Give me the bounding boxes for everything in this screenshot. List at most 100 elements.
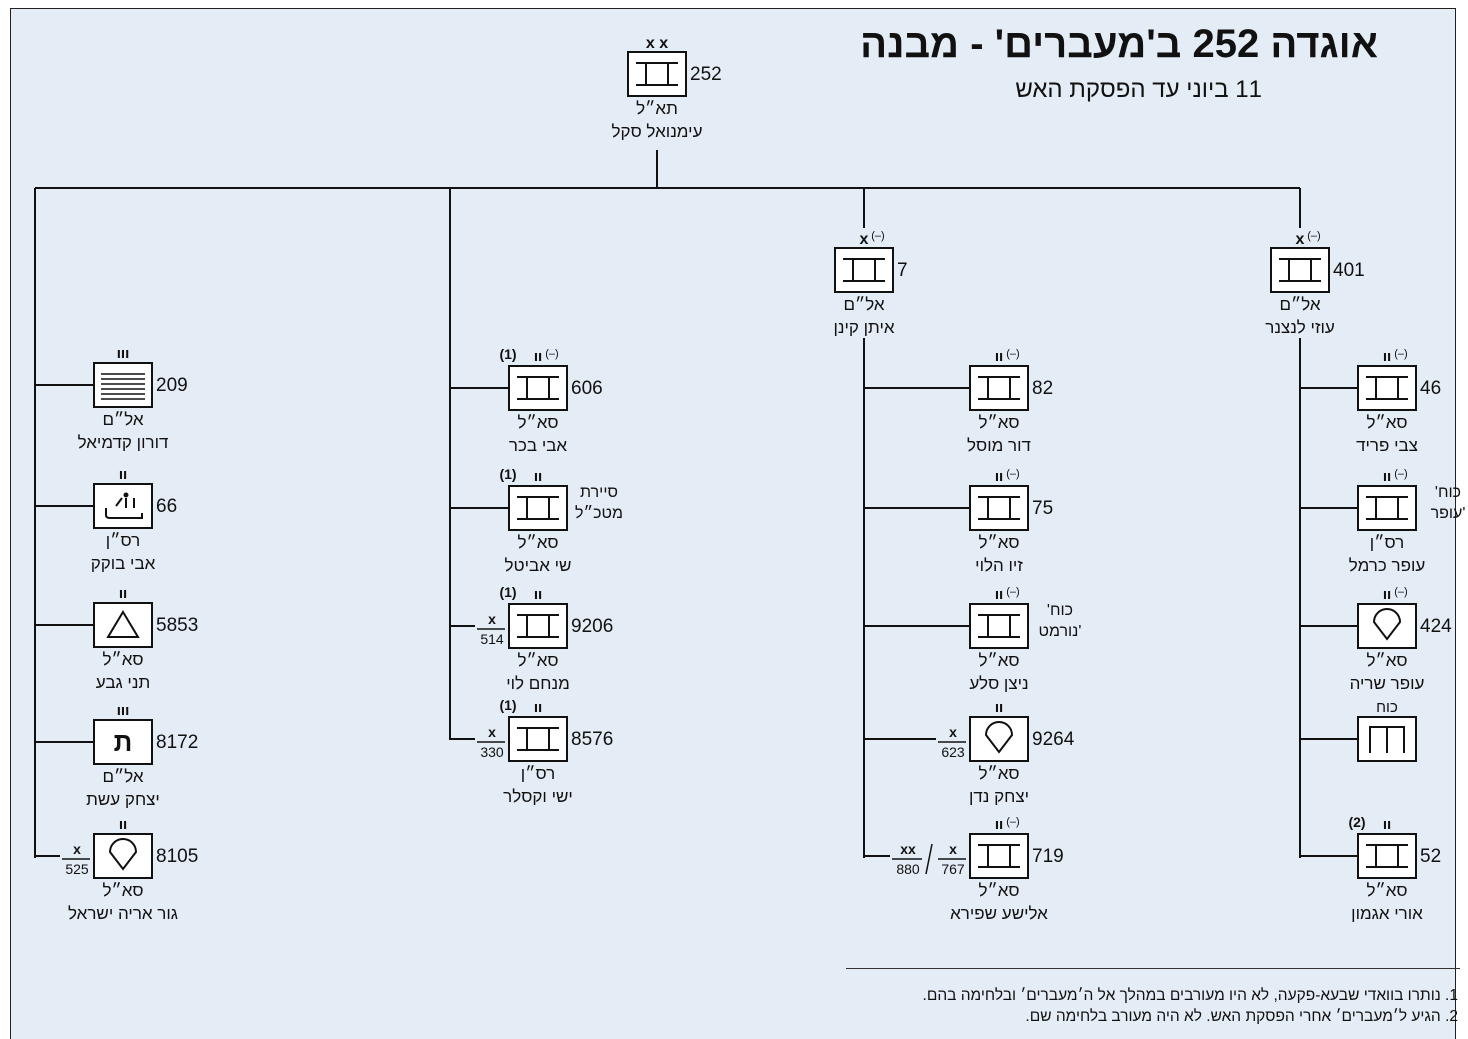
unit-number: 5853 xyxy=(156,615,198,636)
unit-size-marker: ıı xyxy=(534,586,542,603)
hq-commander: איתן קינן xyxy=(833,318,894,337)
unit-number-line-2: נורמט' xyxy=(1039,623,1082,640)
unit-size-marker: ıı xyxy=(119,816,127,833)
unit-box xyxy=(969,365,1029,411)
unit-commander: עופר כרמל xyxy=(1349,556,1426,575)
unit-rank: סא״ל xyxy=(102,881,143,900)
unit-rank: רס״ן xyxy=(106,531,140,550)
unit-commander: אורי אגמון xyxy=(1351,904,1423,923)
unit-box xyxy=(508,485,568,531)
unit-rank: סא״ל xyxy=(978,881,1019,900)
unit-size-marker: ıı xyxy=(1383,816,1391,833)
unit-u_normat: ıı(–) 'כוח נורמט' סא״ל ניצן סלע xyxy=(969,586,1081,693)
unit-size-marker: ıı xyxy=(995,586,1003,603)
unit-commander: צבי פריד xyxy=(1356,436,1418,455)
unit-rank: רס״ן xyxy=(1370,533,1404,552)
attachment-slash xyxy=(925,843,933,875)
attachment-top: x xyxy=(73,841,81,857)
unit-size-marker: ıı xyxy=(995,699,1003,716)
unit-box xyxy=(969,603,1029,649)
unit-commander: אלישע שפירא xyxy=(950,904,1048,923)
unit-u_koach: כוח xyxy=(1357,699,1417,762)
unit-box xyxy=(508,603,568,649)
unit-number: 209 xyxy=(156,375,188,396)
page-subtitle: 11 ביוני עד הפסקת האש xyxy=(1015,76,1262,103)
unit-rank: סא״ל xyxy=(978,413,1019,432)
unit-number: 8105 xyxy=(156,846,198,867)
unit-box xyxy=(93,719,153,765)
unit-footnote-ref: (1) xyxy=(499,584,516,600)
unit-reduced-marker: (–) xyxy=(1006,816,1019,828)
unit-commander: דור מוסל xyxy=(967,436,1031,455)
unit-commander: תני גבע xyxy=(96,673,150,692)
hq-commander: עימנואל סקל xyxy=(612,122,703,141)
unit-size-marker: ıı xyxy=(1383,348,1391,365)
attachment-bottom: 623 xyxy=(941,744,965,760)
unit-number: 75 xyxy=(1032,498,1053,519)
attachment-top: x xyxy=(488,611,496,627)
unit-commander: יצחק נדן xyxy=(969,787,1029,806)
unit-footnote-ref: (1) xyxy=(499,697,516,713)
unit-commander: גור אריה ישראל xyxy=(68,904,178,923)
unit-number: 424 xyxy=(1420,616,1452,637)
footnote-divider xyxy=(846,968,1460,969)
unit-rank: סא״ל xyxy=(978,764,1019,783)
attachment-bottom: 767 xyxy=(941,861,965,877)
unit-size-marker: ıı xyxy=(119,585,127,602)
hq-commander: עוזי לנצנר xyxy=(1265,318,1335,337)
unit-number: 66 xyxy=(156,496,177,517)
unit-number-line-2: עופר' xyxy=(1431,505,1466,522)
hq-box xyxy=(834,247,894,293)
unit-commander: שי אביטל xyxy=(505,556,572,575)
chart-frame xyxy=(10,8,1456,1039)
unit-reduced-marker: (–) xyxy=(1394,586,1407,598)
unit-footnote-ref: (1) xyxy=(499,466,516,482)
attachment-top: x xyxy=(949,841,957,857)
attachment2-bottom: 880 xyxy=(896,861,920,877)
unit-rank: סא״ל xyxy=(102,650,143,669)
unit-rank: סא״ל xyxy=(978,533,1019,552)
attachment-top: x xyxy=(949,724,957,740)
hq-reduced-marker: (–) xyxy=(1307,230,1320,242)
unit-size-marker: ıı xyxy=(995,348,1003,365)
unit-commander: אבי בוקק xyxy=(91,554,156,573)
unit-size-marker: ııı xyxy=(117,702,130,719)
page-title: אוגדה 252 ב'מעברים' - מבנה xyxy=(860,22,1378,66)
unit-size-marker: ıı xyxy=(995,468,1003,485)
unit-box xyxy=(508,716,568,762)
unit-commander: מנחם לוי xyxy=(506,674,570,693)
unit-reduced-marker: (–) xyxy=(1006,586,1019,598)
unit-number: 8576 xyxy=(571,729,613,750)
unit-u5853: ıı 5853 סא״ל תני גבע xyxy=(93,585,198,692)
unit-commander: ישי וקסלר xyxy=(503,787,573,806)
unit-rank: סא״ל xyxy=(517,651,558,670)
unit-size-marker: כוח xyxy=(1376,699,1398,716)
attachment-top: x xyxy=(488,724,496,740)
hq-size-marker: x xyxy=(1296,231,1305,248)
unit-letter-symbol: ת xyxy=(114,727,133,757)
unit-commander: ניצן סלע xyxy=(969,674,1028,693)
unit-number-line-1: 'כוח xyxy=(1047,602,1073,619)
hq-rank: אל״ם xyxy=(1279,295,1320,314)
unit-rank: רס״ן xyxy=(521,764,555,783)
unit-rank: סא״ל xyxy=(978,651,1019,670)
hq-size-marker: x xyxy=(860,231,869,248)
unit-size-marker: ıı xyxy=(1383,468,1391,485)
unit-number: 46 xyxy=(1420,378,1441,399)
unit-commander: זיו הלוי xyxy=(975,556,1023,575)
unit-box xyxy=(969,716,1029,762)
unit-number: 9206 xyxy=(571,616,613,637)
unit-commander: עופר שריה xyxy=(1350,674,1425,693)
unit-reduced-marker: (–) xyxy=(1394,348,1407,360)
